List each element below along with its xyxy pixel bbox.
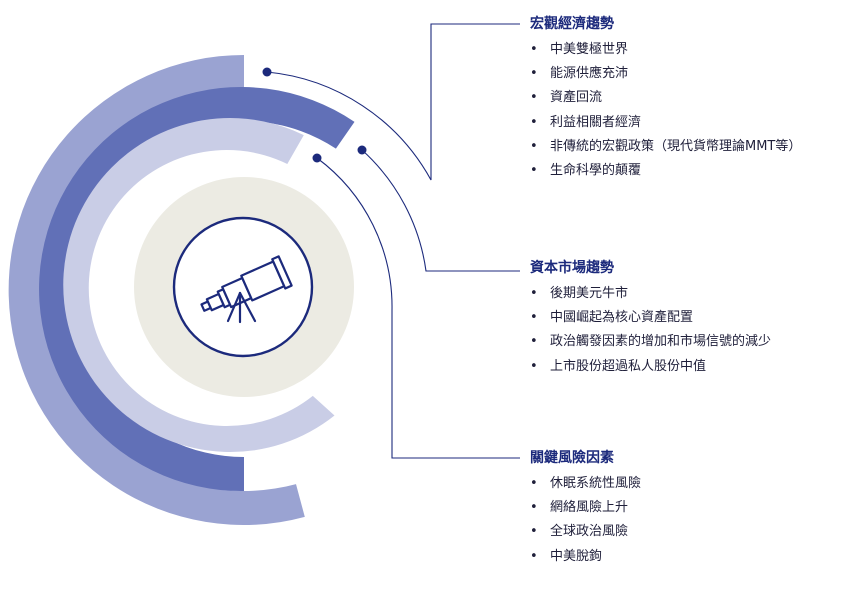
list-item-text: 全球政治風險	[550, 524, 629, 540]
capital-trend-list: •後期美元牛市 •中國崛起為核心資產配置 •政治觸發因素的增加和市場信號的減少 …	[530, 282, 845, 379]
macro-trend-list: • 中美雙極世界 • 能源供應充沛 • 資產回流 • 利益相關者經濟 • 非傳統的宏觀政策…	[530, 38, 845, 183]
telescope-icon	[172, 216, 314, 358]
list-item-text: 休眠系統性風險	[550, 476, 642, 491]
list-item: • 休眠系統性風險	[530, 472, 845, 496]
list-item: • 網絡風險上升	[530, 496, 845, 520]
list-item-text: 能源供應充沛	[550, 66, 629, 82]
section-title-risk: 關鍵風險因素	[530, 450, 614, 466]
list-item-text: 網絡風險上升	[550, 500, 629, 516]
connector-dot-capital	[357, 145, 367, 155]
middle-ring	[39, 87, 355, 492]
section-capital-market-trends: 資本市場趨勢 • 後期美元牛市 • 中國崛起為核心資產配置 • 政治觸發因素的增加和市…	[530, 258, 845, 379]
list-item-text: 非傳統的宏觀政策（現代貨幣理論MMT等）	[550, 138, 802, 154]
connector-dot-risk	[312, 153, 322, 163]
connector-line-risk	[316, 157, 520, 459]
bullet: •	[530, 334, 538, 350]
list-item: • 資產回流	[530, 86, 845, 110]
bullet: •	[530, 524, 538, 540]
list-item: • 中美脫鉤	[530, 545, 845, 569]
bullet: •	[530, 358, 538, 374]
list-item: • 政治觸發因素的增加和市場信號的減少	[530, 330, 845, 354]
bullet: •	[530, 163, 538, 179]
section-macro-trends: 宏觀經濟趨勢 • 中美雙極世界 • 能源供應充沛 • 資產回流 • 利益相關者經濟 • 非…	[530, 14, 845, 183]
bullet: •	[530, 90, 538, 106]
list-item-text: 中美脫鉤	[550, 548, 603, 564]
bullet: •	[530, 286, 538, 301]
list-item-text: 資產回流	[550, 90, 603, 106]
list-item: • 全球政治風險	[530, 520, 845, 544]
connector-line-macro	[266, 23, 520, 181]
section-title-macro: 宏觀經濟趨勢	[530, 16, 614, 32]
list-item: • 利益相關者經濟	[530, 111, 845, 135]
list-item: • 後期美元牛市	[530, 282, 845, 306]
list-item-text: 中國崛起為核心資產配置	[550, 310, 694, 326]
bullet: •	[530, 42, 538, 57]
risk-factor-list: • 休眠系統性風險 • 網絡風險上升 • 全球政治風險 • 中美脫鉤	[530, 472, 845, 569]
list-item: • 中國崛起為核心資產配置	[530, 306, 845, 330]
list-item: • 生命科學的顛覆	[530, 159, 845, 183]
connector-dot-macro	[262, 67, 272, 77]
bullet: •	[530, 114, 538, 130]
list-item: • 非傳統的宏觀政策（現代貨幣理論MMT等）	[530, 135, 845, 159]
list-item-text: 利益相關者經濟	[550, 114, 642, 130]
list-item-text: 後期美元牛市	[550, 286, 629, 301]
inner-ring	[63, 118, 335, 453]
list-item-text: 中美雙極世界	[550, 42, 629, 57]
bullet: •	[530, 476, 538, 491]
bullet: •	[530, 66, 538, 82]
list-item-text: 生命科學的顛覆	[550, 163, 642, 179]
bullet: •	[530, 310, 538, 326]
section-key-risk-factors: 關鍵風險因素 • 休眠系統性風險 • 網絡風險上升 • 全球政治風險 • 中美脫鉤	[530, 448, 845, 569]
section-title-capital: 資本市場趨勢	[530, 260, 614, 276]
bullet: •	[530, 138, 538, 154]
list-item: • 上市股份超過私人股份中值	[530, 355, 845, 379]
bullet: •	[530, 500, 538, 516]
list-item-text: 政治觸發因素的增加和市場信號的減少	[550, 334, 772, 350]
list-item: • 中美雙極世界	[530, 38, 845, 62]
connector-line-capital	[361, 149, 520, 272]
bullet: •	[530, 548, 538, 564]
list-item: • 能源供應充沛	[530, 62, 845, 86]
list-item-text: 上市股份超過私人股份中值	[550, 358, 707, 374]
